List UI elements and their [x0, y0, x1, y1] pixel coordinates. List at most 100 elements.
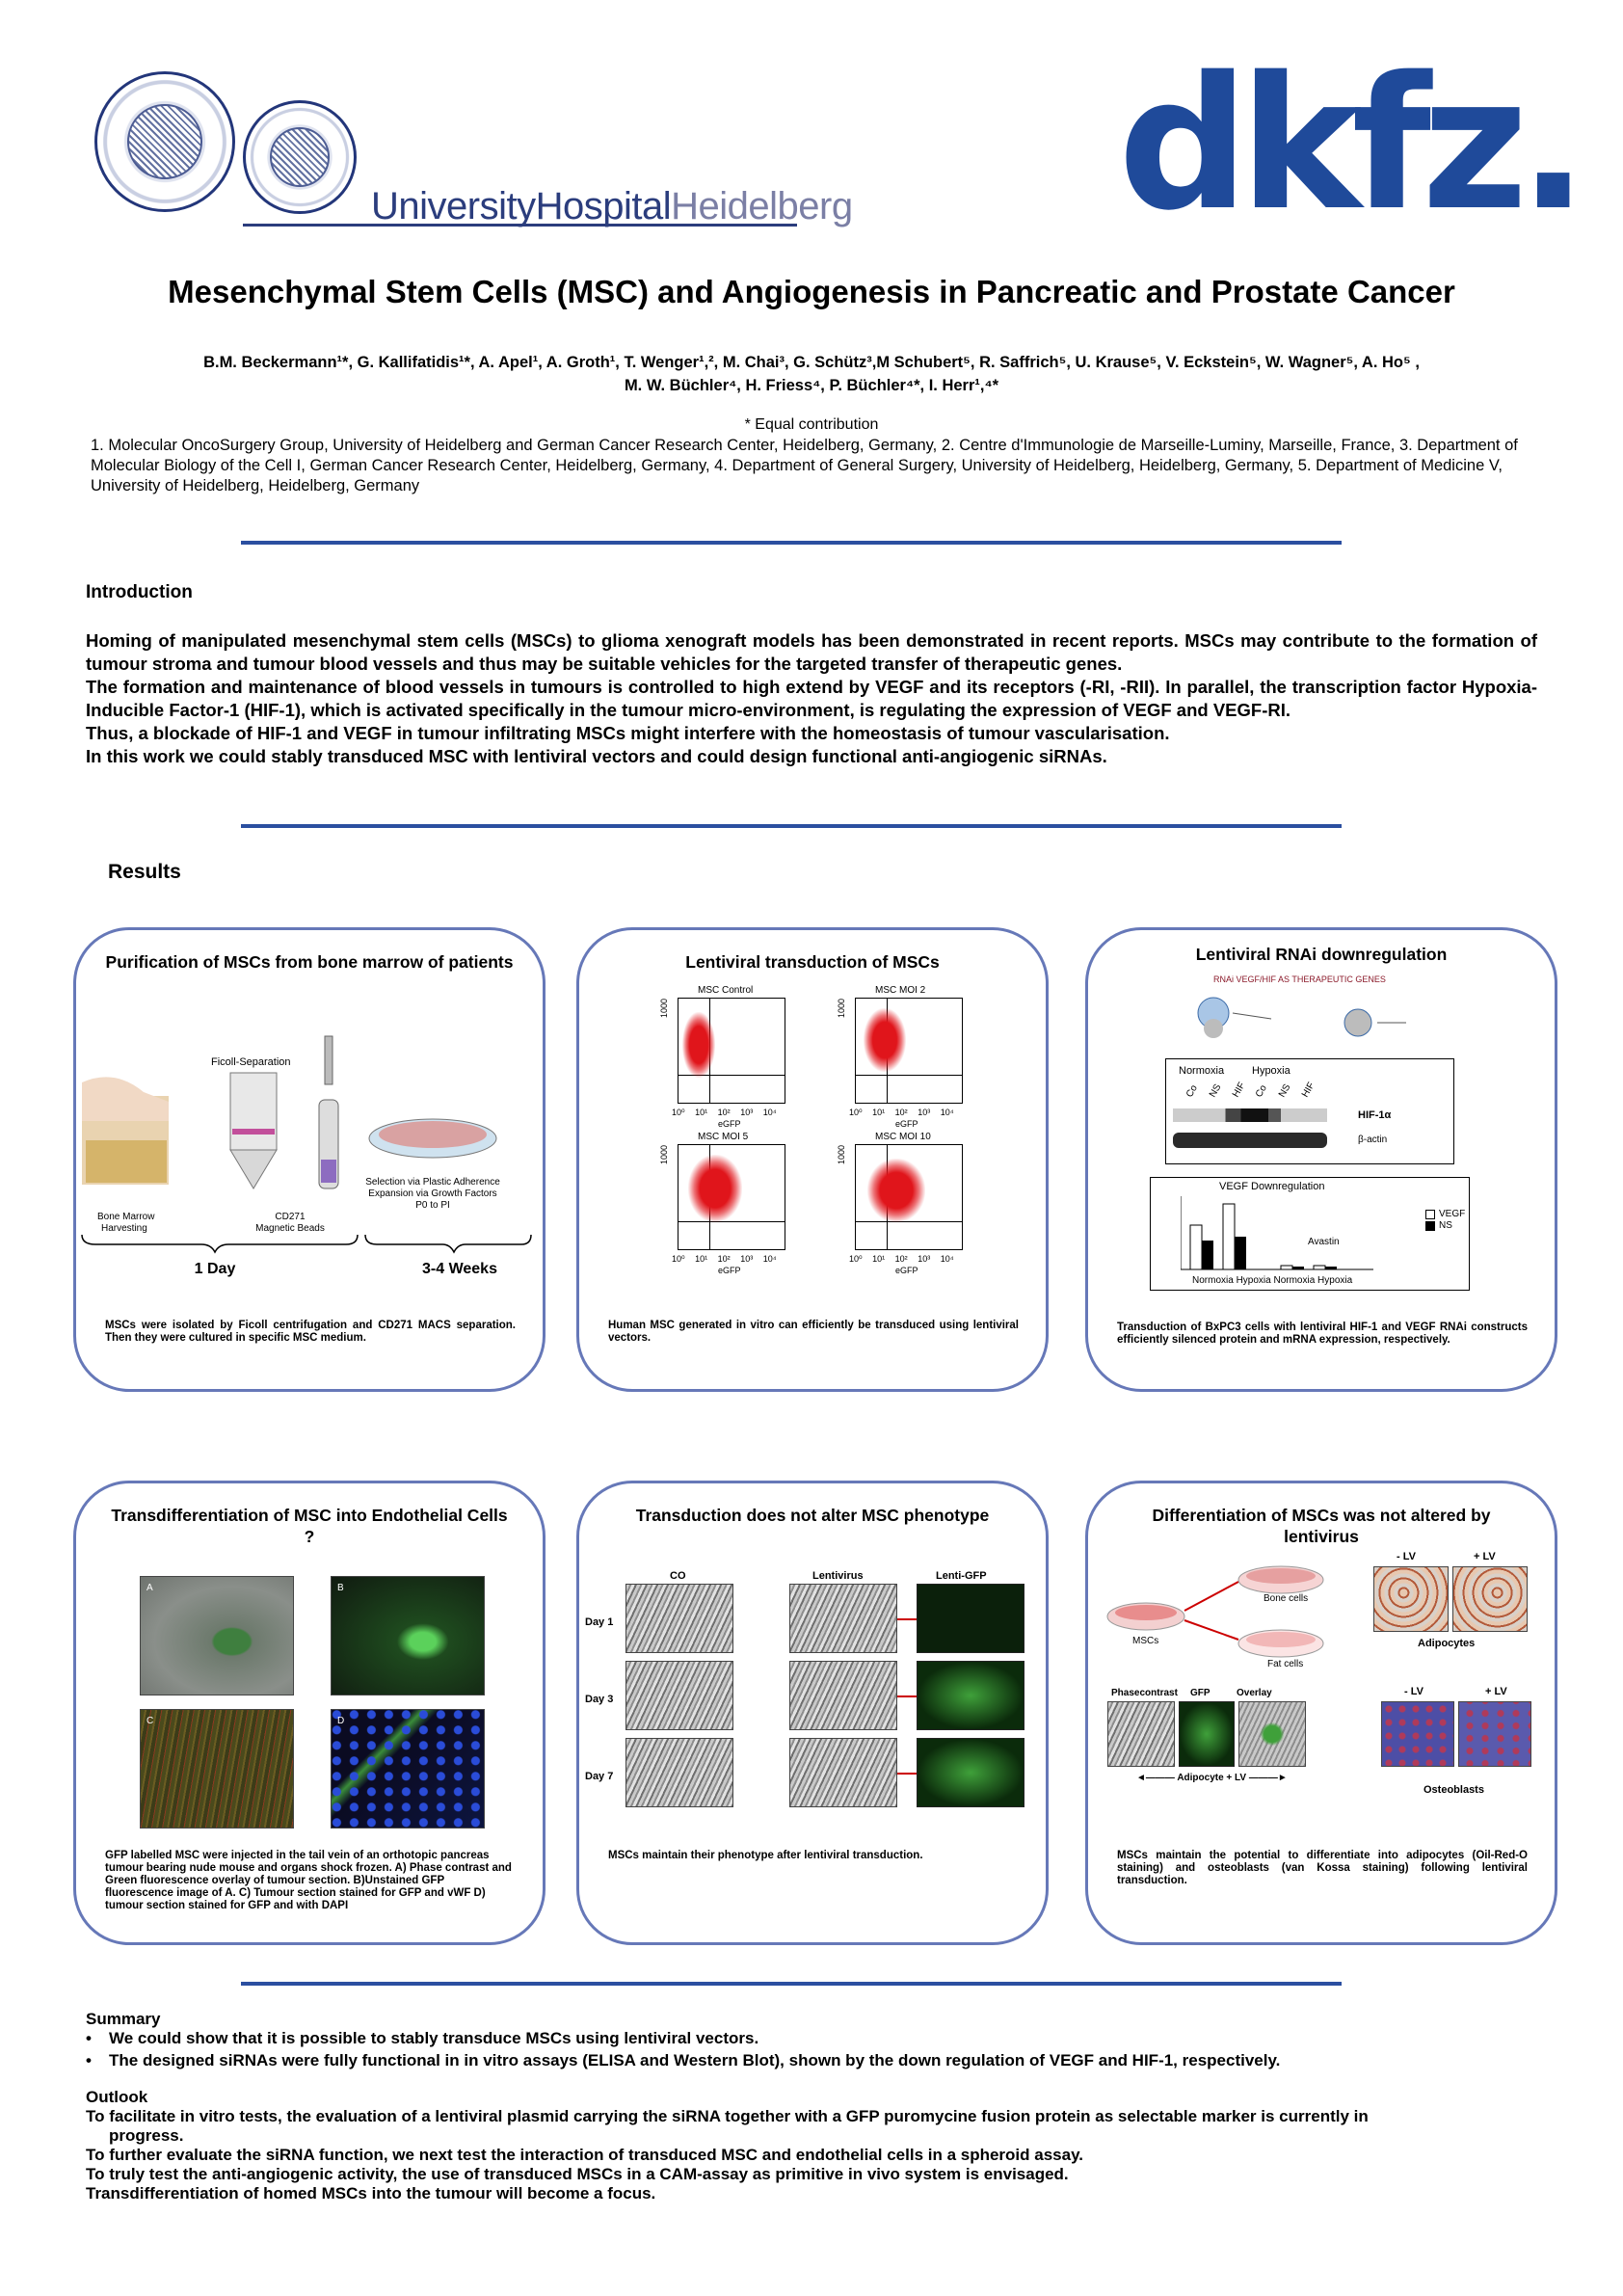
- rnai-scheme: [1197, 997, 1406, 1038]
- divider: [241, 824, 1342, 828]
- dkfz-logo: dkfz.: [1118, 38, 1588, 251]
- cell-image: [625, 1661, 733, 1730]
- panel-title: Purification of MSCs from bone marrow of…: [105, 952, 514, 972]
- x-ticks: 10⁰ 10¹ 10² 10³ 10⁴: [672, 1254, 777, 1264]
- cell-image: [625, 1584, 733, 1653]
- legend-ns-swatch: [1425, 1221, 1435, 1231]
- panel-caption: MSCs maintain the potential to different…: [1117, 1850, 1528, 1886]
- label-beta-actin: β-actin: [1358, 1135, 1388, 1145]
- y-axis-max: 1000: [659, 998, 670, 1019]
- label-avastin: Avastin: [1308, 1237, 1340, 1247]
- label-mscs: MSCs: [1132, 1636, 1159, 1646]
- osteoblast-image-minus: [1381, 1701, 1454, 1767]
- introduction-text: Homing of manipulated mesenchymal stem c…: [86, 630, 1537, 766]
- col-header-lenti-gfp: Lenti-GFP: [936, 1570, 987, 1582]
- panel-lentiviral-transduction: Lentiviral transduction of MSCs MSC Cont…: [576, 927, 1049, 1392]
- poster-title: Mesenchymal Stem Cells (MSC) and Angioge…: [168, 274, 1455, 309]
- label-3-4-weeks: 3-4 Weeks: [422, 1261, 497, 1277]
- cell-image: [625, 1738, 733, 1807]
- adipocyte-image-minus: [1373, 1566, 1449, 1632]
- label-bone-cells: Bone cells: [1264, 1593, 1309, 1604]
- y-axis-max: 1000: [659, 1144, 670, 1165]
- label-plus-lv: + LV: [1474, 1551, 1496, 1562]
- university-seal-1: [94, 71, 235, 212]
- label-overlay: Overlay: [1237, 1688, 1272, 1698]
- label-adipocyte-lv: ◄——— Adipocyte + LV ———►: [1136, 1773, 1288, 1783]
- outlook-line-4: Transdifferentiation of homed MSCs into …: [86, 2184, 656, 2203]
- osteoblast-image-plus: [1458, 1701, 1531, 1767]
- adipocyte-image-plus: [1452, 1566, 1528, 1632]
- blot-band-hif: [1173, 1108, 1327, 1122]
- label-bone-marrow: Bone Marrow: [97, 1212, 155, 1222]
- vegf-chart-frame: [1150, 1177, 1470, 1291]
- row-label-day1: Day 1: [585, 1616, 614, 1628]
- equal-contribution: * Equal contribution: [744, 416, 879, 433]
- col-header-lentivirus: Lentivirus: [812, 1570, 864, 1582]
- panel-title: Transdifferentiation of MSC into Endothe…: [111, 1506, 508, 1546]
- panel-caption: MSCs maintain their phenotype after lent…: [608, 1850, 923, 1861]
- y-axis-max: 1000: [837, 1144, 847, 1165]
- svg-text:CD271: CD271: [275, 1212, 306, 1222]
- outlook-line-1: To facilitate in vitro tests, the evalua…: [86, 2107, 1369, 2125]
- western-blot-frame: [1165, 1058, 1454, 1164]
- label-minus-lv: - LV: [1397, 1551, 1416, 1562]
- label-osteoblasts: Osteoblasts: [1423, 1784, 1484, 1796]
- panel-title: Transduction does not alter MSC phenotyp…: [635, 1506, 990, 1525]
- label-adipocytes: Adipocytes: [1418, 1638, 1476, 1649]
- summary-heading: Summary: [86, 2010, 161, 2028]
- phase-image: [1107, 1701, 1175, 1767]
- label-plus-lv-2: + LV: [1485, 1686, 1507, 1697]
- flow-plot-control: MSC Control: [678, 985, 785, 1104]
- blot-band-actin: [1173, 1133, 1327, 1148]
- legend-vegf-swatch: [1425, 1210, 1435, 1219]
- results-heading: Results: [108, 861, 181, 883]
- label-normoxia: Normoxia: [1179, 1065, 1225, 1077]
- bullet-icon: •: [86, 2051, 92, 2069]
- gfp-image: [1179, 1701, 1235, 1767]
- cell-image: [789, 1661, 897, 1730]
- introduction-heading: Introduction: [86, 582, 193, 602]
- x-ticks: 10⁰ 10¹ 10² 10³ 10⁴: [672, 1108, 777, 1117]
- connector: [897, 1695, 917, 1697]
- x-ticks: 10⁰ 10¹ 10² 10³ 10⁴: [849, 1108, 954, 1117]
- chart-x-labels: Normoxia Hypoxia Normoxia Hypoxia: [1192, 1275, 1353, 1286]
- cell-image: [789, 1584, 897, 1653]
- authors: B.M. Beckermann¹*, G. Kallifatidis¹*, A.…: [203, 354, 1420, 394]
- flow-plot-moi2: MSC MOI 2: [855, 985, 963, 1104]
- x-axis-label: eGFP: [895, 1266, 918, 1275]
- divider: [241, 541, 1342, 545]
- gfp-image: [917, 1738, 1024, 1807]
- label-hypoxia: Hypoxia: [1252, 1065, 1290, 1077]
- flow-plot-moi5: MSC MOI 5: [678, 1132, 785, 1250]
- tissue-image-c: C: [140, 1709, 294, 1829]
- panel-phenotype: Transduction does not alter MSC phenotyp…: [576, 1481, 1049, 1945]
- summary-bullet-1: •We could show that it is possible to st…: [86, 2029, 759, 2047]
- panel-caption: MSCs were isolated by Ficoll centrifugat…: [105, 1320, 516, 1344]
- label-ficoll: Ficoll-Separation: [211, 1056, 291, 1068]
- vegf-bar-chart: [1181, 1196, 1373, 1270]
- legend-vegf: VEGF: [1439, 1209, 1466, 1219]
- svg-text:Magnetic Beads: Magnetic Beads: [255, 1223, 325, 1234]
- x-ticks: 10⁰ 10¹ 10² 10³ 10⁴: [849, 1254, 954, 1264]
- bullet-icon: •: [86, 2029, 92, 2047]
- outlook-line-1b: progress.: [109, 2126, 184, 2145]
- row-label-day3: Day 3: [585, 1694, 614, 1705]
- legend-ns: NS: [1439, 1220, 1452, 1231]
- svg-text:Harvesting: Harvesting: [101, 1223, 147, 1234]
- divider: [241, 1982, 1342, 1986]
- panel-caption: Transduction of BxPC3 cells with lentivi…: [1117, 1322, 1528, 1346]
- outlook-heading: Outlook: [86, 2088, 148, 2106]
- label-phasecontrast: Phasecontrast: [1111, 1688, 1178, 1698]
- gfp-image: [917, 1661, 1024, 1730]
- x-axis-label: eGFP: [895, 1119, 918, 1129]
- svg-text:P0 to PI: P0 to PI: [415, 1200, 450, 1211]
- label-1-day: 1 Day: [195, 1261, 236, 1277]
- vegf-chart-title: VEGF Downregulation: [1219, 1181, 1325, 1192]
- university-seal-2: [243, 100, 357, 214]
- label-fat-cells: Fat cells: [1267, 1659, 1304, 1669]
- affiliations: 1. Molecular OncoSurgery Group, Universi…: [91, 437, 1518, 494]
- row-label-day7: Day 7: [585, 1771, 614, 1782]
- hospital-logo: UniversityHospitalHeidelberg: [371, 185, 853, 227]
- label-gfp: GFP: [1190, 1688, 1211, 1698]
- panel-rnai-downregulation: Lentiviral RNAi downregulation RNAi VEGF…: [1085, 927, 1557, 1392]
